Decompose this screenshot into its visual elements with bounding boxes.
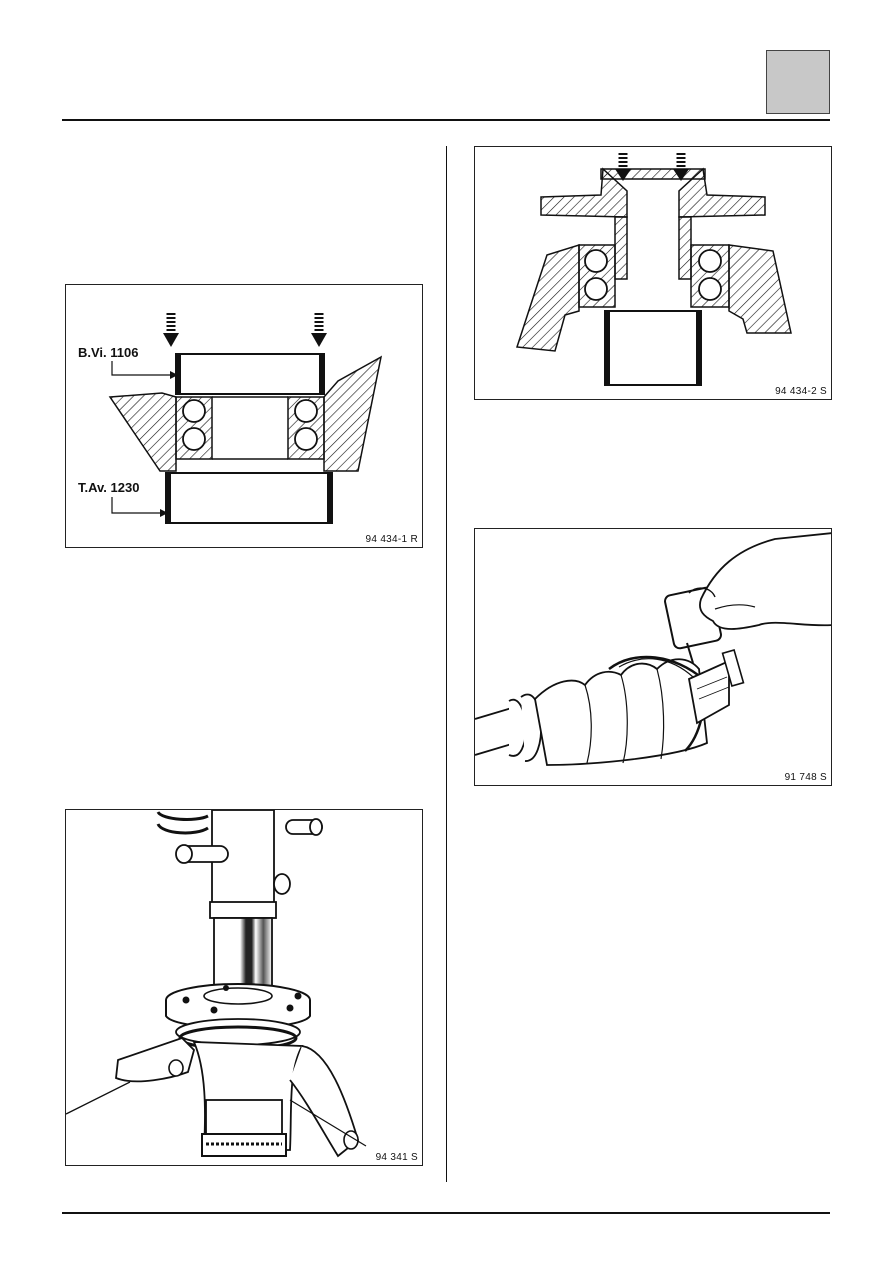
figure-hub-press-in: 94 434-2 S: [474, 146, 832, 400]
driveshaft-grease-drawing: [475, 532, 831, 766]
header-rule: [62, 119, 830, 121]
bearing-press-out-drawing: [108, 313, 383, 524]
section-tab: [766, 50, 830, 114]
figure-code: 91 748 S: [784, 772, 827, 783]
figure-code: 94 434-2 S: [775, 386, 827, 397]
column-divider: [446, 146, 447, 1182]
figure-strut-hub-assembly: 94 341 S: [65, 809, 423, 1166]
figure-code: 94 341 S: [375, 1152, 418, 1163]
footer-rule: [62, 1212, 830, 1214]
press-arrow-left: [163, 313, 179, 347]
strut-hub-assembly-drawing: [66, 810, 367, 1158]
press-arrow-right: [311, 313, 327, 347]
tool-label-top: B.Vi. 1106: [78, 345, 139, 360]
figure-driveshaft-grease: 91 748 S: [474, 528, 832, 786]
hub-press-in-drawing: [515, 153, 792, 386]
figure-bearing-press-out: B.Vi. 1106 T.Av. 1230 94 434-1 R: [65, 284, 423, 548]
tool-label-bottom: T.Av. 1230: [78, 480, 140, 495]
figure-code: 94 434-1 R: [365, 534, 418, 545]
